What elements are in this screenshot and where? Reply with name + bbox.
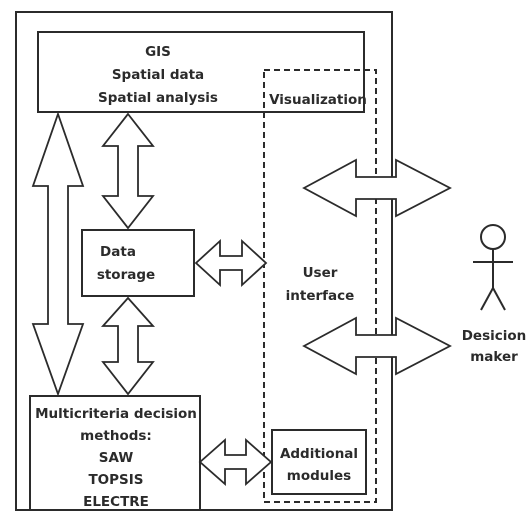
gis-box-line: Spatial data xyxy=(112,67,204,83)
mcdm-box-line: ELECTRE xyxy=(83,494,149,510)
ui-user-double-arrow-top xyxy=(302,158,452,218)
user-interface-panel xyxy=(263,69,377,503)
user-interface-line: User xyxy=(303,265,338,281)
additional-modules-line: modules xyxy=(287,468,351,484)
figure-right-leg xyxy=(492,287,506,311)
mcdm-box-line: methods: xyxy=(80,428,152,444)
decision-maker-figure xyxy=(473,224,513,311)
storage-ui-double-arrow xyxy=(194,238,268,288)
storage-mcdm-double-arrow xyxy=(100,296,156,396)
decision-maker-line: maker xyxy=(470,349,518,365)
user-interface-line: interface xyxy=(286,288,355,304)
gis-box xyxy=(37,31,365,113)
data-storage-line: storage xyxy=(97,267,155,283)
additional-modules-line: Additional xyxy=(280,446,358,462)
mcdm-box-line: SAW xyxy=(99,450,134,466)
visualization-label: Visualization xyxy=(269,92,367,108)
mcdm-box-line: TOPSIS xyxy=(88,472,143,488)
additional-modules-box xyxy=(271,429,367,495)
data-storage-box xyxy=(81,229,195,297)
gis-box-line: GIS xyxy=(145,44,171,60)
system-frame xyxy=(15,11,393,511)
mcdm-box xyxy=(29,395,201,511)
mcdm-box-line: Multicriteria decision xyxy=(35,406,197,422)
figure-head xyxy=(480,224,506,250)
gis-storage-double-arrow xyxy=(101,112,155,230)
decision-maker-line: Desicion xyxy=(462,328,527,344)
gis-mcdm-double-arrow xyxy=(31,111,85,397)
figure-left-leg xyxy=(480,287,494,311)
gis-box-line: Spatial analysis xyxy=(98,90,218,106)
mcdm-modules-double-arrow xyxy=(198,438,273,486)
data-storage-line: Data xyxy=(100,244,136,260)
ui-user-double-arrow-bottom xyxy=(302,316,452,376)
